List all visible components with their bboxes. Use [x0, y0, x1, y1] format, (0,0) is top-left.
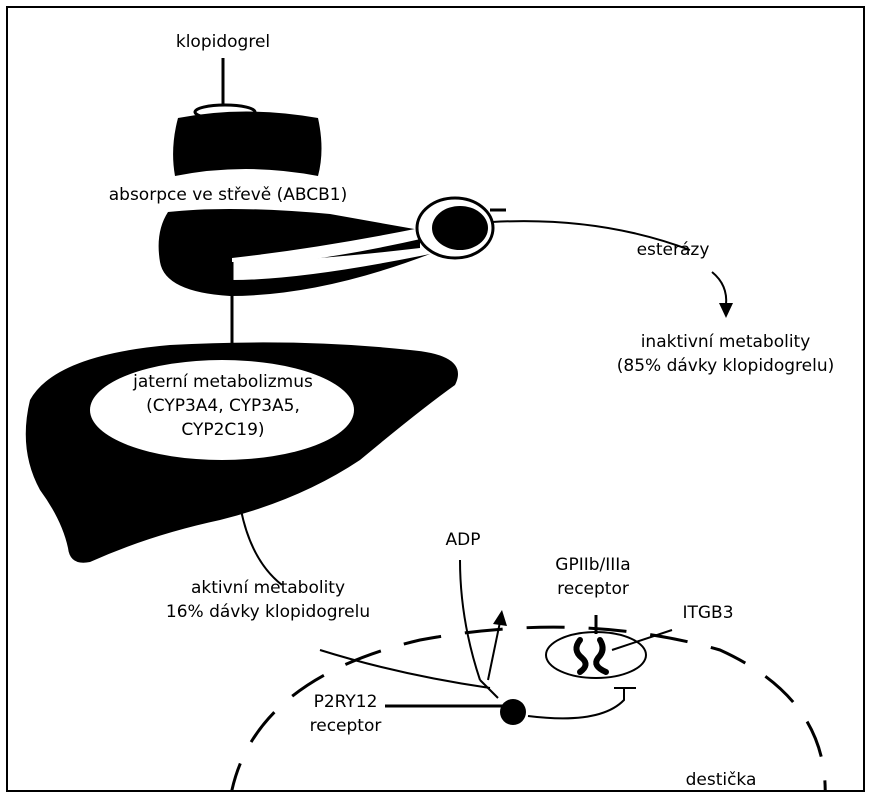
gp-receptor-subunit-a [573, 637, 589, 675]
liver-inner [90, 360, 354, 460]
platelet-membrane [230, 625, 827, 790]
esterases-label: esterázy [636, 240, 710, 260]
esterase-arrow [711, 271, 728, 306]
inhibition-bar [479, 679, 499, 699]
adp-label: ADP [445, 530, 481, 550]
liver-metabolism-label: jaterní metabolizmus (CYP3A4, CYP3A5, CY… [133, 372, 313, 440]
active-to-receptor-curve [319, 649, 491, 689]
drug-label: klopidogrel [175, 32, 271, 52]
active-metabolites-label: aktivní metabolity 16% dávky klopidogrel… [165, 578, 371, 622]
gp-signal-curve [527, 688, 625, 720]
colon-core [432, 206, 488, 250]
diagram-frame: klopidogrel absorpce ve střevě (ABCB1) e… [6, 6, 865, 792]
absorption-label: absorpce ve střevě (ABCB1) [108, 185, 348, 205]
platelet-label: destička [685, 770, 757, 790]
activation-arrow [487, 621, 501, 681]
p2ry12-receptor-dot [500, 699, 526, 725]
activation-arrow-head [493, 610, 507, 626]
intestine-channel [232, 228, 425, 268]
esterase-curve [491, 220, 691, 251]
gp-receptor-subunit-b [593, 637, 609, 675]
gp-receptor-ellipse [545, 631, 647, 679]
adp-line [459, 559, 481, 681]
intestine-upper-band [173, 111, 322, 176]
diagram-canvas [25, 58, 827, 790]
inactive-metabolites-label: inaktivní metabolity (85% dávky klopidog… [616, 332, 835, 376]
itgb3-label: ITGB3 [682, 603, 734, 623]
liver-to-active-curve [239, 504, 283, 586]
itgb3-pointer [611, 629, 673, 651]
p2ry12-label: P2RY12 receptor [309, 692, 382, 736]
gp-receptor-label: GPIIb/IIIa receptor [555, 555, 631, 599]
esterase-arrow-head [719, 303, 733, 318]
